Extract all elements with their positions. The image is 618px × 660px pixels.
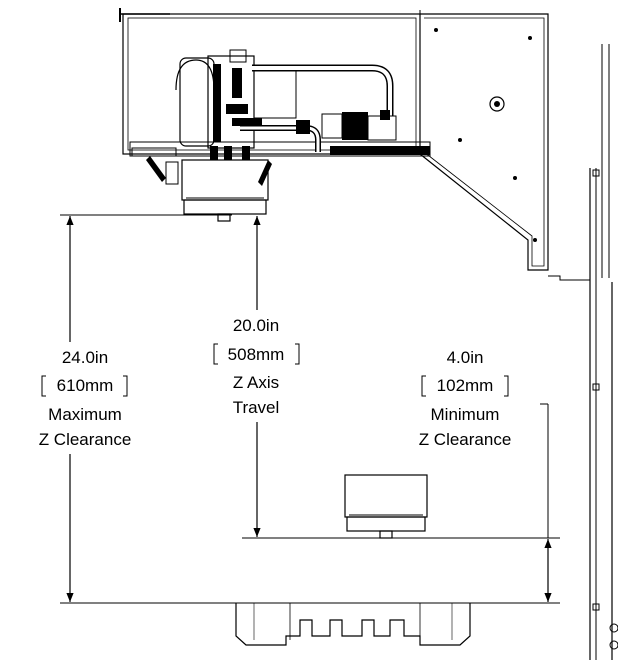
max-clearance-label-line2: Z Clearance bbox=[39, 430, 132, 449]
min-clearance-metric: 102mm bbox=[437, 376, 494, 395]
machine-table bbox=[235, 603, 471, 646]
z-travel-metric: 508mm bbox=[228, 345, 285, 364]
min-clearance-label: 4.0in 102mm Minimum Z Clearance bbox=[419, 348, 512, 449]
spindle-nose-lowered bbox=[344, 474, 428, 539]
max-clearance-label-line1: Maximum bbox=[48, 405, 122, 424]
max-clearance-imperial: 24.0in bbox=[62, 348, 108, 367]
z-travel-imperial: 20.0in bbox=[233, 316, 279, 335]
z-travel-label-line2: Travel bbox=[233, 398, 280, 417]
z-travel-label: 20.0in 508mm Z Axis Travel bbox=[213, 316, 300, 417]
max-clearance-metric: 610mm bbox=[57, 376, 114, 395]
machine-frame-right bbox=[548, 44, 618, 660]
machine-head bbox=[119, 8, 549, 271]
z-travel-label-line1: Z Axis bbox=[233, 373, 279, 392]
min-clearance-label-line1: Minimum bbox=[431, 405, 500, 424]
max-clearance-label: 24.0in 610mm Maximum Z Clearance bbox=[39, 348, 132, 449]
min-clearance-label-line2: Z Clearance bbox=[419, 430, 512, 449]
min-clearance-imperial: 4.0in bbox=[447, 348, 484, 367]
